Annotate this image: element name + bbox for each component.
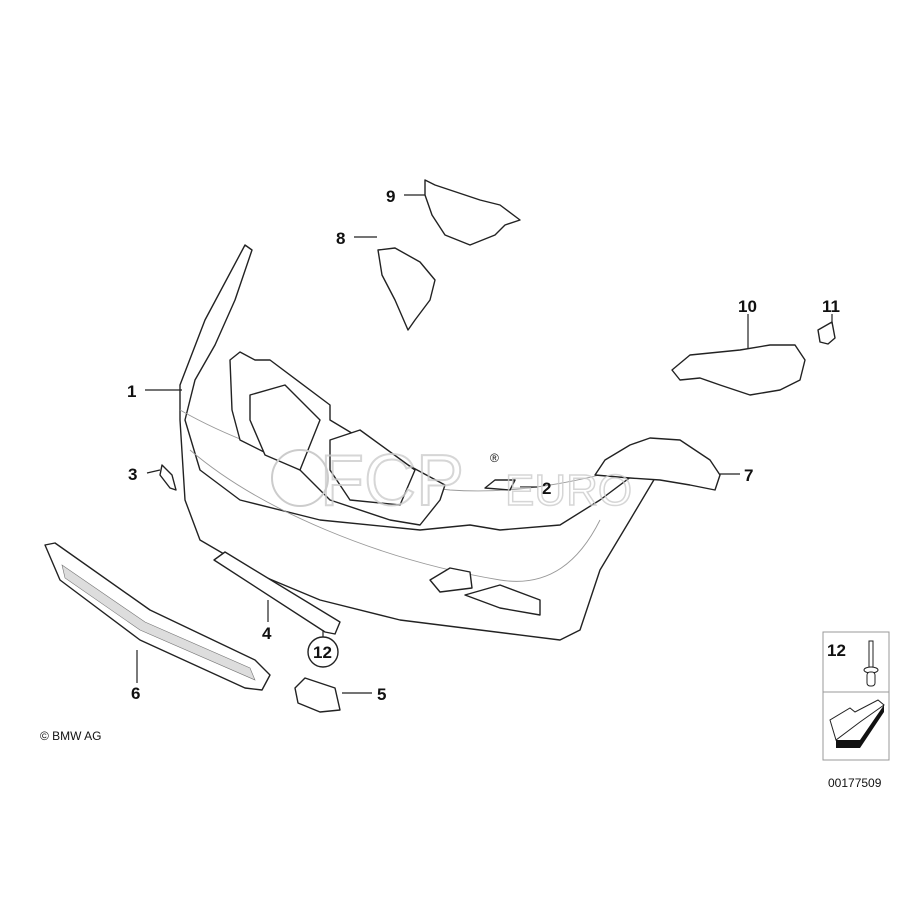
copyright: © BMW AG [40,729,102,743]
callout-9: 9 [386,187,395,206]
circled-callout-12: 12 [313,643,332,662]
legend-callout-12: 12 [827,641,846,660]
circled-callout-ring [307,636,339,668]
rivet-clip-icon [863,640,879,687]
part-5-cover[interactable] [294,677,341,713]
svg-text:FCP: FCP [320,441,464,521]
drawing-number: 00177509 [828,776,882,790]
part-3-cap[interactable] [159,464,177,491]
callout-1: 1 [127,382,136,401]
part-11-clip[interactable] [817,321,836,345]
part-7-air-duct[interactable] [594,437,721,491]
callout-8: 8 [336,229,345,248]
callout-5: 5 [377,685,386,704]
part-2-tow-hook-cover[interactable] [484,479,516,491]
part-1-bumper-cover[interactable] [179,244,656,641]
part-4-trim-strip[interactable] [213,551,341,635]
callout-7: 7 [744,466,753,485]
part-8-bracket[interactable] [377,247,436,331]
callout-6: 6 [131,684,140,703]
legend-box: 12 [822,631,890,761]
leader-lines [136,194,833,694]
callout-2: 2 [542,479,551,498]
part-6-mesh-grille[interactable] [44,542,271,691]
arrow-direction-icon [829,699,885,748]
callout-4: 4 [262,624,272,643]
callout-3: 3 [128,465,137,484]
callout-11: 11 [822,297,840,316]
watermark: FCP ® EURO [271,440,633,522]
callout-10: 10 [738,297,757,316]
svg-text:®: ® [490,451,499,465]
part-10-air-duct[interactable] [671,344,806,396]
part-9-air-guide[interactable] [424,179,521,246]
svg-text:EURO: EURO [505,466,632,515]
